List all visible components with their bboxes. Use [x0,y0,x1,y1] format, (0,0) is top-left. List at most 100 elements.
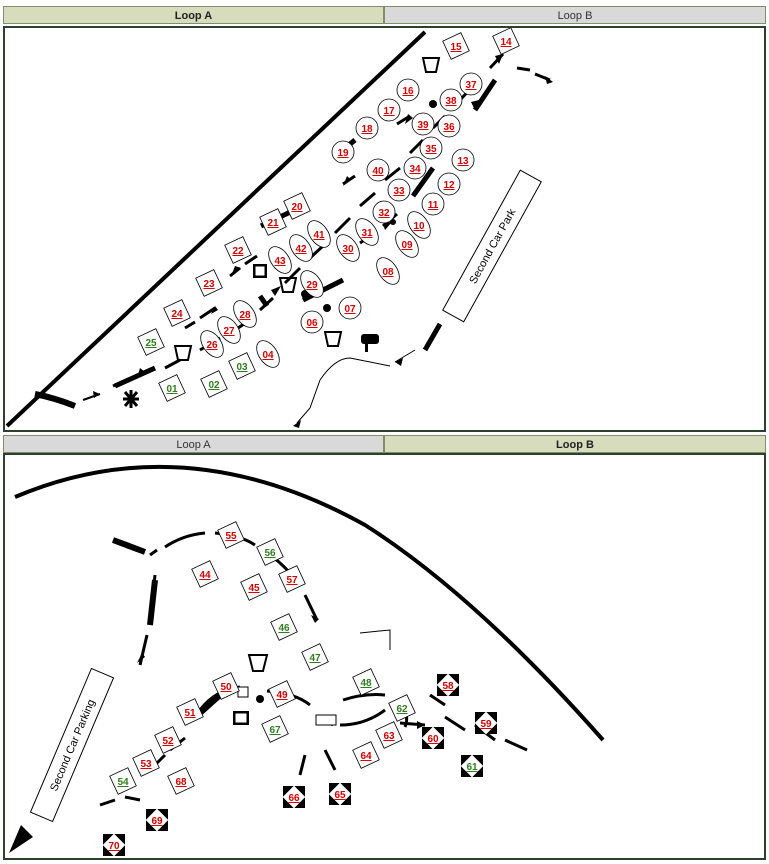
campsite-43[interactable]: 43 [264,243,296,278]
campsite-69[interactable]: 69 [145,808,169,832]
campsite-52[interactable]: 52 [154,726,182,754]
campsite-58[interactable]: 58 [436,673,460,697]
campsite-26[interactable]: 26 [196,327,228,362]
campsite-marker [451,148,475,172]
campsite-42[interactable]: 42 [285,231,317,266]
campsite-number: 13 [457,156,469,167]
campsite-62[interactable]: 62 [388,694,416,722]
campsite-marker [200,330,224,358]
campsite-66[interactable]: 66 [282,785,306,809]
campsite-04[interactable]: 04 [252,337,284,372]
campsite-number: 07 [344,304,356,315]
campsite-67[interactable]: 67 [261,715,289,743]
campsite-50[interactable]: 50 [212,672,240,700]
campsite-22[interactable]: 22 [224,236,252,264]
campsite-number: 31 [361,228,373,239]
campsite-60[interactable]: 60 [421,726,445,750]
campsite-11[interactable]: 11 [421,192,445,216]
campsite-marker [460,754,484,778]
campsite-29[interactable]: 29 [296,267,328,302]
campsite-number: 23 [203,279,215,290]
campsite-37[interactable]: 37 [459,72,483,96]
campsite-15[interactable]: 15 [442,32,470,60]
tab-loop-b[interactable]: Loop B [384,6,766,24]
campsite-46[interactable]: 46 [270,613,298,641]
tab-loop-a[interactable]: Loop A [3,435,384,453]
campsite-01[interactable]: 01 [158,374,186,402]
campsite-07[interactable]: 07 [338,296,362,320]
campsite-25[interactable]: 25 [137,328,165,356]
campsite-02[interactable]: 02 [200,370,228,398]
campsite-30[interactable]: 30 [332,231,364,266]
tab-loop-b[interactable]: Loop B [384,435,766,453]
campsite-34[interactable]: 34 [403,156,427,180]
campsite-27[interactable]: 27 [213,313,245,348]
campsite-35[interactable]: 35 [419,136,443,160]
campsite-36[interactable]: 36 [437,114,461,138]
campsite-53[interactable]: 53 [132,749,160,777]
campsite-03[interactable]: 03 [228,352,256,380]
campsite-33[interactable]: 33 [387,178,411,202]
campsite-number: 29 [306,280,318,291]
campsite-marker [145,808,169,832]
campsite-48[interactable]: 48 [352,668,380,696]
campsite-51[interactable]: 51 [176,698,204,726]
campsite-number: 61 [466,762,478,773]
campsite-57[interactable]: 57 [278,565,306,593]
campsite-number: 22 [232,246,244,257]
campsite-number: 48 [360,678,372,689]
campsite-70[interactable]: 70 [102,833,126,857]
campsite-number: 49 [276,690,288,701]
campsite-59[interactable]: 59 [474,711,498,735]
loop-a-panel: Loop A Loop B [3,6,766,432]
campsite-47[interactable]: 47 [301,643,329,671]
campsite-38[interactable]: 38 [439,88,463,112]
campsite-20[interactable]: 20 [283,192,311,220]
campsite-marker [352,741,380,769]
campsite-12[interactable]: 12 [437,172,461,196]
campsite-number: 11 [428,200,439,211]
campsite-39[interactable]: 39 [411,112,435,136]
campsite-number: 57 [286,575,298,586]
campsite-14[interactable]: 14 [492,28,520,55]
campsite-08[interactable]: 08 [372,254,404,289]
campsite-64[interactable]: 64 [352,741,380,769]
campsite-49[interactable]: 49 [268,680,296,708]
campsite-number: 39 [417,120,429,131]
campsite-marker [268,246,292,274]
campsite-marker [268,680,296,708]
campsite-06[interactable]: 06 [300,310,324,334]
campsite-marker [228,352,256,380]
campsite-marker [195,269,223,297]
campsite-32[interactable]: 32 [372,200,396,224]
campsite-number: 60 [427,734,439,745]
campsite-40[interactable]: 40 [366,158,390,182]
campsite-17[interactable]: 17 [377,98,401,122]
campsite-16[interactable]: 16 [396,78,420,102]
campsite-63[interactable]: 63 [375,721,403,749]
campsite-23[interactable]: 23 [195,269,223,297]
campsite-24[interactable]: 24 [163,299,191,327]
campsite-marker [407,211,431,239]
campsite-68[interactable]: 68 [167,767,195,795]
campsite-13[interactable]: 13 [451,148,475,172]
campsite-marker [256,340,280,368]
campsite-21[interactable]: 21 [259,208,287,236]
campsite-28[interactable]: 28 [229,297,261,332]
campsite-56[interactable]: 56 [256,538,284,566]
campsite-41[interactable]: 41 [303,217,335,252]
campsite-44[interactable]: 44 [191,560,219,588]
campsite-number: 25 [145,338,157,349]
campsite-55[interactable]: 55 [217,521,245,549]
campsite-19[interactable]: 19 [331,140,355,164]
campsite-65[interactable]: 65 [328,782,352,806]
campsite-09[interactable]: 09 [391,227,423,262]
campsite-45[interactable]: 45 [240,573,268,601]
campsite-number: 56 [264,548,276,559]
campsite-61[interactable]: 61 [460,754,484,778]
campsite-54[interactable]: 54 [109,767,137,795]
campsite-18[interactable]: 18 [355,116,379,140]
campsite-31[interactable]: 31 [351,215,383,250]
tab-loop-a[interactable]: Loop A [3,6,384,24]
campsite-10[interactable]: 10 [403,208,435,243]
